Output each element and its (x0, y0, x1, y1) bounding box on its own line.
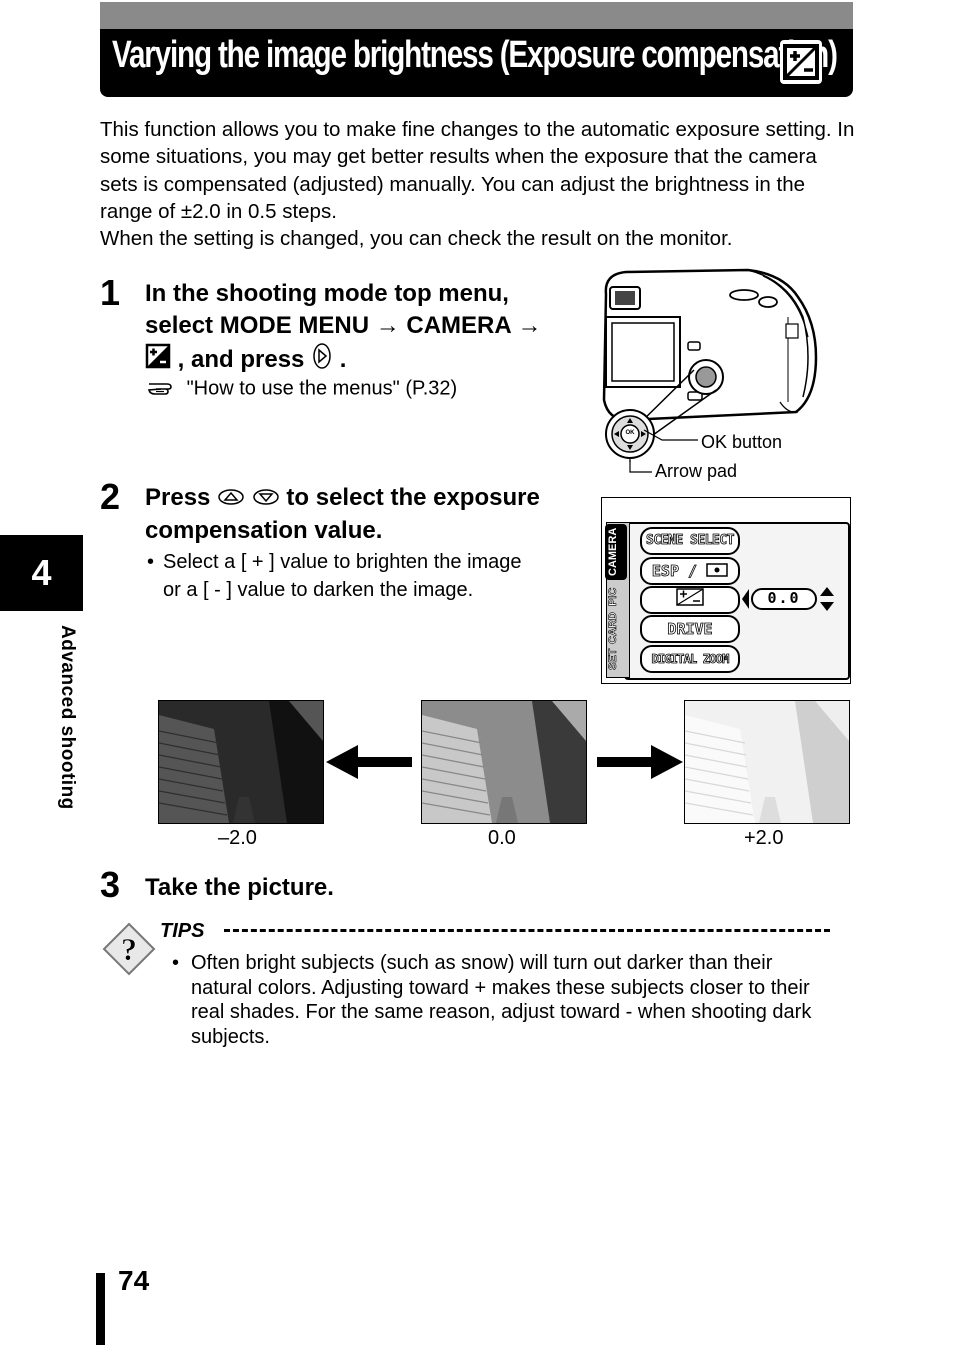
example-photo-bright (684, 700, 850, 824)
arrow-up-button-icon (217, 483, 245, 515)
example-label-zero: 0.0 (488, 827, 516, 849)
banner-top-strip (100, 2, 853, 29)
exposure-compensation-icon (676, 588, 704, 613)
pointing-hand-icon (147, 376, 181, 402)
menu-item-digital-zoom[interactable]: DIGITAL ZOOM (640, 645, 740, 673)
menu-tab-camera[interactable]: CAMERA (607, 527, 619, 577)
step-3-number: 3 (100, 864, 121, 905)
menu-tab-set[interactable]: SET (607, 648, 620, 670)
title-banner: Varying the image brightness (Exposure c… (100, 2, 853, 97)
menu-tab-card[interactable]: CARD (607, 612, 620, 644)
intro-paragraph: When the setting is changed, you can che… (100, 227, 733, 251)
step-2-line-part: Press (145, 484, 211, 511)
step-1-line-part: , and press (177, 345, 305, 373)
step-1-reference: "How to use the menus" (P.32) (147, 376, 457, 402)
ok-button-label: OK button (701, 432, 783, 452)
step-1-line: In the shooting mode top menu, (145, 280, 509, 307)
tips-body: •Often bright subjects (such as snow) wi… (172, 951, 852, 1049)
step-2-number: 2 (100, 476, 121, 517)
step-1-text: In the shooting mode top menu, select MO… (145, 278, 585, 379)
tips-line: Often bright subjects (such as snow) wil… (191, 952, 773, 974)
page-title: Varying the image brightness (Exposure c… (112, 34, 838, 76)
camera-illustration: OK (598, 262, 828, 471)
example-photo-normal (421, 700, 587, 824)
step-2-text: Press to select the exposure compensatio… (145, 482, 585, 547)
exposure-compensation-icon (780, 40, 822, 84)
svg-text:?: ? (121, 931, 137, 967)
arrow-right-icon (597, 745, 683, 779)
menu-item-esp-label: ESP / (651, 562, 698, 581)
step-1-line-part: . (339, 345, 347, 373)
step-2-bullet: •Select a [ + ] value to brighten the im… (147, 548, 587, 604)
step-3-text: Take the picture. (145, 874, 334, 901)
step-1-line: select MODE MENU → CAMERA → (145, 312, 542, 339)
intro-paragraph: This function allows you to make fine ch… (100, 118, 855, 223)
arrow-down-button-icon (252, 483, 280, 515)
menu-tab-pic[interactable]: PIC (607, 587, 620, 607)
intro-text: This function allows you to make fine ch… (100, 116, 860, 252)
bullet-line: Select a [ + ] value to brighten the ima… (163, 551, 522, 573)
tips-divider (224, 929, 830, 932)
example-photo-dark (158, 700, 324, 824)
chapter-tab: 4 (0, 535, 83, 611)
step-1-line: , and press . (145, 342, 585, 379)
menu-item-scene-select[interactable]: SCENE SELECT (640, 527, 740, 555)
page-number: 74 (118, 1265, 150, 1296)
tips-line: subjects. (191, 1025, 270, 1048)
step-2-line: Press to select the exposure (145, 482, 585, 515)
value-selector-arrows (742, 587, 834, 611)
menu-item-exposure-compensation[interactable] (640, 586, 740, 614)
arrow-left-icon (326, 745, 412, 779)
menu-tab-active (605, 524, 627, 580)
arrow-pad-callout-line (629, 460, 652, 473)
spot-metering-icon (706, 560, 728, 584)
step-2-line: compensation value. (145, 516, 383, 544)
bullet-line: or a [ - ] value to darken the image. (163, 579, 474, 601)
ok-icon-text: OK (626, 430, 636, 436)
tips-label: TIPS (160, 920, 205, 942)
menu-item-drive[interactable]: DRIVE (640, 615, 740, 643)
exposure-compensation-icon (145, 343, 171, 378)
chapter-label-text: Advanced shooting (57, 625, 78, 810)
step-2-line-part: to select the exposure (286, 484, 540, 511)
tips-line: real shades. For the same reason, adjust… (191, 1001, 812, 1023)
exposure-value-display[interactable]: 0.0 (767, 589, 801, 607)
menu-item-esp[interactable]: ESP / (640, 557, 740, 585)
arrow-pad-label: Arrow pad (655, 461, 738, 481)
page-number-bar (96, 1273, 105, 1345)
reference-text: "How to use the menus" (P.32) (186, 377, 458, 400)
example-label-minus: –2.0 (218, 827, 257, 849)
arrow-right-button-icon (311, 342, 333, 379)
tips-line: natural colors. Adjusting toward + makes… (191, 976, 810, 999)
step-1-number: 1 (100, 272, 121, 313)
tips-question-icon: ? (102, 922, 156, 976)
example-label-plus: +2.0 (744, 827, 784, 849)
chapter-label: Advanced shooting (56, 625, 86, 855)
